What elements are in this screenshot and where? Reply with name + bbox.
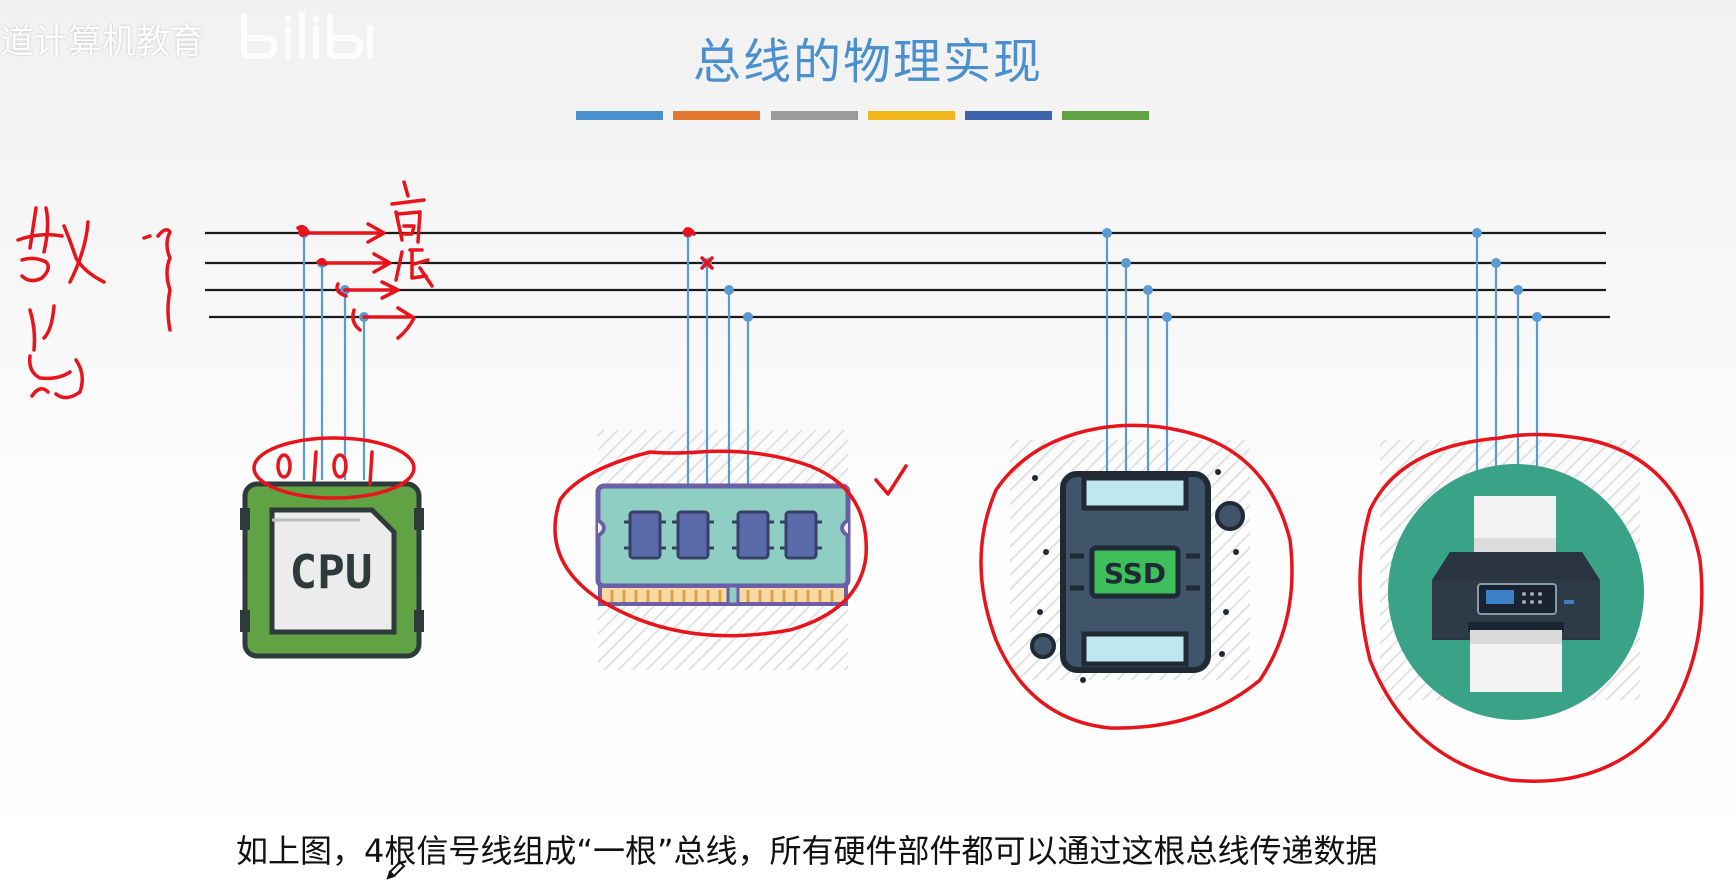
arrow-3 <box>335 280 400 300</box>
bilibili-logo-icon <box>241 11 373 59</box>
title-underline-bar-1 <box>576 111 663 120</box>
handwritten-high <box>390 180 426 244</box>
handwritten-char-2 <box>27 304 84 400</box>
pen-cursor-icon <box>386 860 406 880</box>
handwritten-annotations <box>16 180 1704 783</box>
ssd-circle <box>979 423 1294 730</box>
title-underline-bar-3 <box>771 111 858 120</box>
handwritten-low <box>394 248 434 288</box>
ssd-label: SSD <box>1104 557 1166 590</box>
title-underline-bar-2 <box>673 111 760 120</box>
handwritten-brace <box>156 228 172 332</box>
arrow-4 <box>351 306 416 340</box>
handwritten-dots <box>298 227 693 266</box>
cpu-chip-icon: CPU <box>240 481 424 659</box>
title-underline-bar-5 <box>965 111 1052 120</box>
arrow-2 <box>320 252 392 274</box>
ram-circle <box>553 449 868 638</box>
title-underline-bar-6 <box>1062 111 1149 120</box>
tap-wires <box>302 233 1539 484</box>
watermark-text: 道计算机教育 <box>0 22 204 62</box>
bits-ellipse <box>252 436 416 500</box>
memory-module-icon <box>595 483 851 606</box>
tap-junction-dots <box>299 228 1542 322</box>
ssd-drive-icon: SSD <box>1030 469 1245 683</box>
arrow-1 <box>302 222 386 244</box>
page-title: 总线的物理实现 <box>692 34 1043 90</box>
caption-text: 如上图，4根信号线组成“一根”总线，所有硬件部件都可以通过这根总线传递数据 <box>236 832 1378 870</box>
bus-lines <box>205 231 1610 319</box>
handwritten-char-1 <box>16 206 106 284</box>
printer-icon <box>1388 464 1644 720</box>
handwritten-bits <box>276 450 374 486</box>
check-mark <box>874 464 908 496</box>
cpu-label: CPU <box>289 545 372 599</box>
title-underline-bar-4 <box>868 111 955 120</box>
printer-circle <box>1358 432 1704 783</box>
